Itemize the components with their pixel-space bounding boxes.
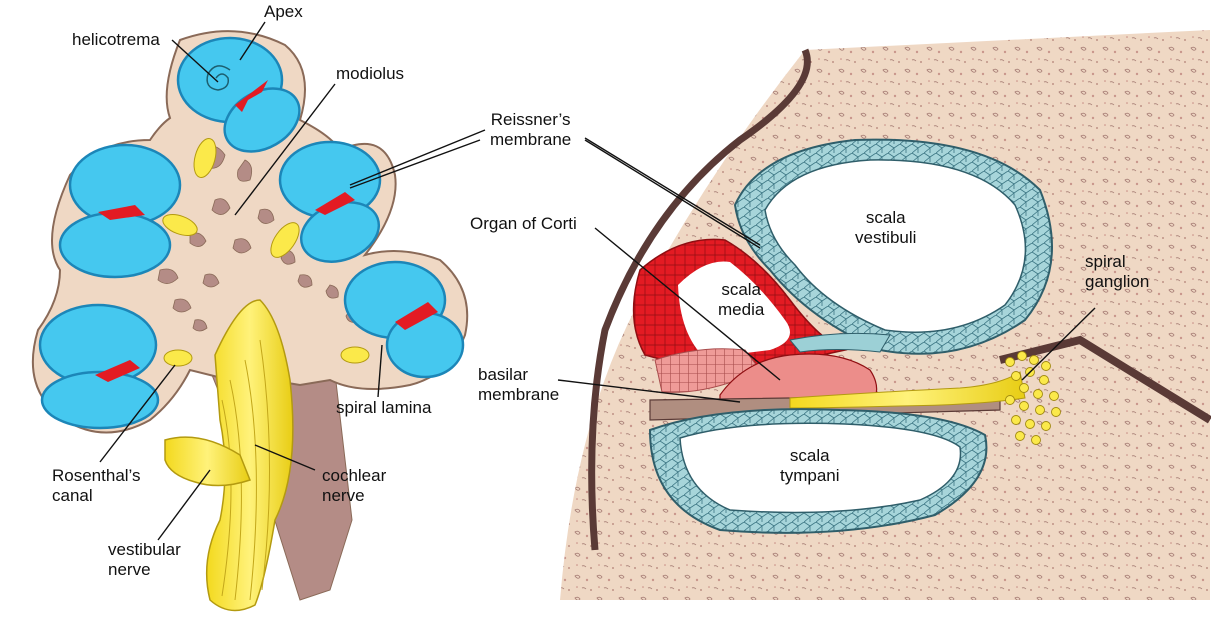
bony-wall	[588, 48, 811, 551]
label-rosenthals-canal: Rosenthal’s canal	[52, 466, 141, 506]
label-apex: Apex	[264, 2, 303, 21]
label-vestibular-line2: nerve	[108, 560, 151, 579]
label-spiral-ganglion: spiral ganglion	[1085, 252, 1149, 292]
left-cochlea-section	[31, 30, 469, 612]
tectorial-blue	[789, 332, 891, 353]
cochlear-fibers-right	[789, 371, 1026, 409]
label-scala-tympani: scala tympani	[780, 446, 840, 486]
label-basilar-line1: basilar	[478, 365, 529, 384]
scalae-chambers	[38, 36, 465, 430]
scala-media-lumen	[678, 261, 790, 358]
label-vestibular-nerve: vestibular nerve	[108, 540, 181, 580]
organ-of-corti-mound	[719, 353, 878, 403]
label-spiral-ganglion-line2: ganglion	[1085, 272, 1150, 291]
label-scala-vestibuli-line1: scala	[865, 208, 906, 227]
label-organ-of-corti: Organ of Corti	[470, 214, 577, 233]
spiral-ganglion-left	[162, 138, 370, 367]
label-cochlear-line1: cochlear	[322, 466, 387, 485]
label-modiolus: modiolus	[336, 64, 405, 83]
label-scala-media: scala media	[718, 280, 764, 320]
label-scala-tympani-line1: scala	[789, 446, 830, 465]
label-scala-tympani-line2: tympani	[780, 466, 840, 485]
label-spiral-lamina: spiral lamina	[336, 398, 432, 417]
label-scala-media-line1: scala	[721, 280, 761, 299]
label-rosenthals-line2: canal	[52, 486, 93, 505]
cochlear-nerve-bundle	[205, 299, 294, 612]
helicotrema-spiral	[206, 65, 231, 91]
label-cochlear-nerve: cochlear nerve	[322, 466, 386, 506]
scala-tympani-lumen	[679, 422, 962, 514]
spiral-ganglion-cells	[1005, 351, 1061, 445]
label-vestibular-line1: vestibular	[108, 540, 181, 559]
corti-marks-left	[95, 80, 438, 382]
scala-vestibuli-lumen	[764, 159, 1027, 333]
lamina-wall	[999, 335, 1211, 424]
label-scala-vestibuli: scala vestibuli	[855, 208, 916, 248]
label-rosenthals-line1: Rosenthal’s	[52, 466, 141, 485]
label-helicotrema: helicotrema	[72, 30, 160, 49]
label-spiral-ganglion-line1: spiral	[1085, 252, 1126, 271]
vestibular-nerve-bundle	[164, 436, 251, 487]
label-reissners-line1: Reissner’s	[490, 110, 571, 129]
label-basilar-line2: membrane	[478, 385, 560, 404]
label-scala-media-line2: media	[718, 300, 765, 319]
label-reissners-line2: membrane	[490, 130, 572, 149]
right-cochlear-duct-section	[560, 30, 1211, 600]
label-cochlear-line2: nerve	[322, 486, 365, 505]
label-basilar-membrane: basilar membrane	[478, 365, 559, 405]
label-scala-vestibuli-line2: vestibuli	[855, 228, 917, 247]
label-reissners-membrane: Reissner’s membrane	[490, 110, 571, 150]
leader-lines	[99, 21, 1096, 541]
